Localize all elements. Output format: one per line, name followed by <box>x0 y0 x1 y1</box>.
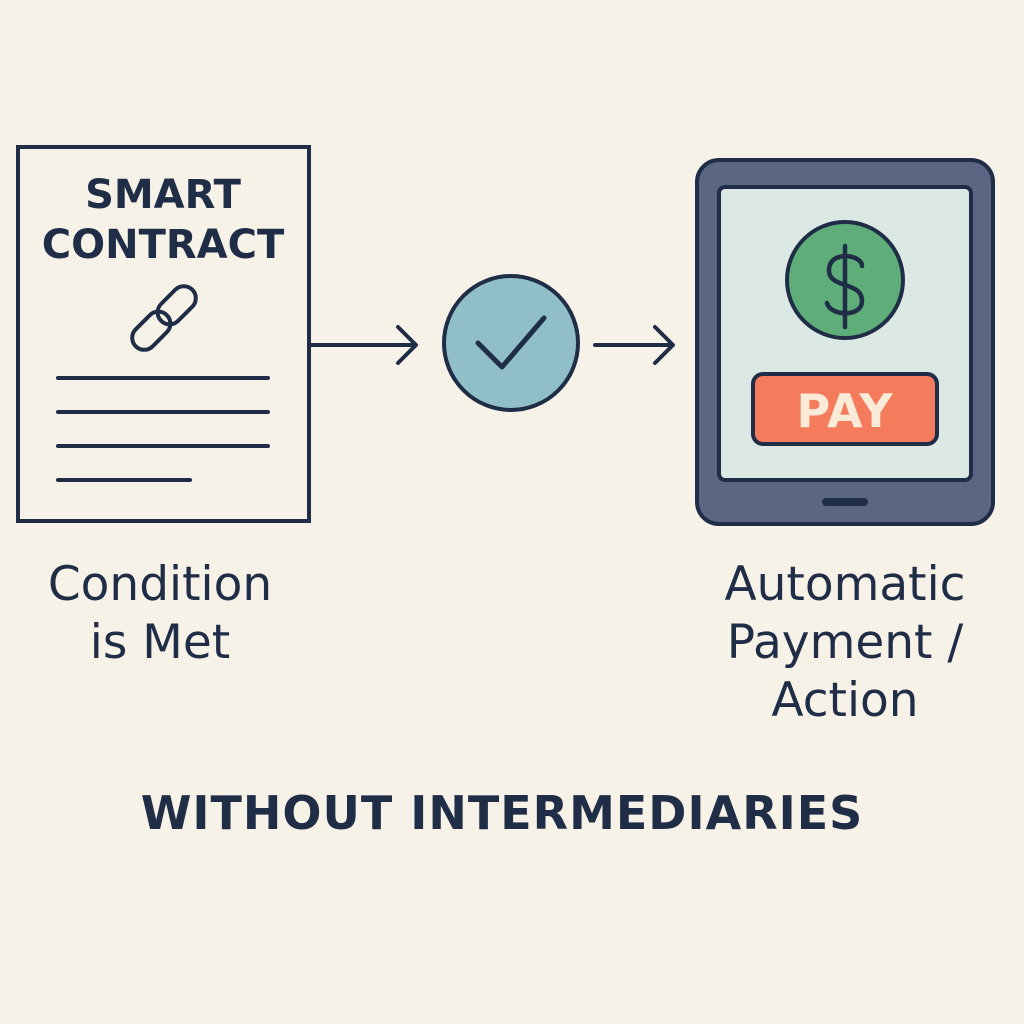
caption-payment: Automatic Payment / Action <box>690 556 1000 730</box>
pay-button[interactable] <box>751 372 939 446</box>
smart-contract-document: SMART CONTRACT <box>16 145 311 523</box>
link-icon <box>130 284 198 352</box>
contract-title-line2: CONTRACT <box>42 222 285 268</box>
check-circle <box>442 274 580 412</box>
caption-condition-line1: Condition <box>47 557 273 612</box>
pay-button-label: PAY <box>797 384 894 438</box>
dollar-icon <box>824 243 865 330</box>
footer-banner: WITHOUT INTERMEDIARIES <box>140 786 864 840</box>
arrow-right-icon <box>593 325 675 365</box>
check-icon <box>475 315 547 370</box>
caption-payment-line2: Payment / <box>726 615 964 670</box>
document-text-lines <box>56 376 270 482</box>
payment-device: PAY <box>695 158 995 526</box>
condition-check <box>442 274 580 412</box>
caption-payment-line1: Automatic <box>724 557 966 612</box>
home-indicator-icon <box>822 498 868 506</box>
arrow-right-icon <box>309 325 418 365</box>
contract-title-line1: SMART <box>85 172 242 218</box>
caption-payment-line3: Action <box>771 673 919 728</box>
caption-condition: Condition is Met <box>10 556 310 672</box>
caption-condition-line2: is Met <box>89 615 231 670</box>
